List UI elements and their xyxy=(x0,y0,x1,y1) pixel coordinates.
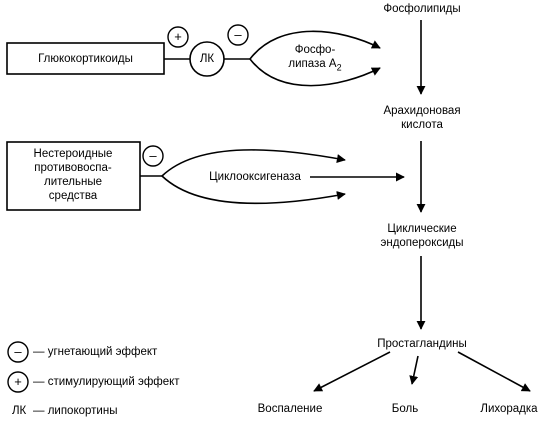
legend-lk-text: — липокортины xyxy=(33,405,118,417)
nsaid-line4: средства xyxy=(48,190,98,202)
arrow-to-fever xyxy=(457,351,531,392)
nsaid-line2: противовоспа- xyxy=(34,162,112,174)
phospholipase-line2: липаза A2 xyxy=(288,58,342,73)
arrow-to-inflammation xyxy=(313,351,391,392)
node-prostaglandins: Простагландины xyxy=(377,338,467,350)
glucocorticoids-box xyxy=(6,42,165,75)
legend-inhibit: — угнетающий эффект xyxy=(33,346,158,358)
cyclooxygenase-upper-arc xyxy=(161,149,346,177)
node-cyclic-endoperoxides: Циклические эндопероксиды xyxy=(362,222,482,250)
phospholipase-line1: Фосфо- xyxy=(294,44,336,56)
node-phospholipids: Фосфолипиды xyxy=(383,3,461,15)
node-arachidonic-line1: Арахидоновая xyxy=(383,105,461,117)
nsaid-label: Нестероидные противовоспа- лительные сре… xyxy=(8,147,138,203)
node-pain: Боль xyxy=(391,403,419,415)
node-inflammation: Воспаление xyxy=(257,403,323,415)
legend-plus-sign: + xyxy=(14,374,22,389)
cyclooxygenase-lower-arc xyxy=(161,175,346,205)
plus-sign-circle xyxy=(167,26,189,48)
lk-label: ЛК xyxy=(199,53,215,65)
node-fever: Лихорадка xyxy=(480,403,538,415)
nsaid-line1: Нестероидные xyxy=(33,148,113,160)
minus-sign-circle-lk xyxy=(227,24,249,46)
minus-sign-lk: – xyxy=(234,27,242,42)
minus-sign-nsaid: – xyxy=(149,148,157,163)
legend-lk-abbr: ЛК xyxy=(12,405,27,417)
legend-minus-circle xyxy=(7,341,29,363)
phospholipase-lower-arc xyxy=(249,58,381,87)
nsaid-line3: лительные xyxy=(44,176,102,188)
nsaid-box xyxy=(6,141,141,211)
arrow-to-pain xyxy=(409,355,419,385)
phospholipase-subscript: 2 xyxy=(336,62,342,73)
node-endoperoxides-line1: Циклические xyxy=(387,223,457,235)
phospholipase-label: Фосфо- липаза A2 xyxy=(272,43,358,74)
phospholipase-upper-arc xyxy=(249,30,381,60)
node-arachidonic-acid: Арахидоновая кислота xyxy=(362,104,482,132)
minus-sign-circle-nsaid xyxy=(142,145,164,167)
glucocorticoids-label: Глюкокортикоиды xyxy=(38,53,133,65)
node-endoperoxides-line2: эндопероксиды xyxy=(380,237,464,249)
cyclooxygenase-label: Циклооксигеназа xyxy=(209,171,301,183)
legend-stimulate: — стимулирующий эффект xyxy=(33,376,180,388)
plus-sign: + xyxy=(174,29,182,44)
legend-plus-circle xyxy=(7,371,29,393)
node-arachidonic-line2: кислота xyxy=(401,119,443,131)
legend-minus-sign: – xyxy=(14,344,22,359)
